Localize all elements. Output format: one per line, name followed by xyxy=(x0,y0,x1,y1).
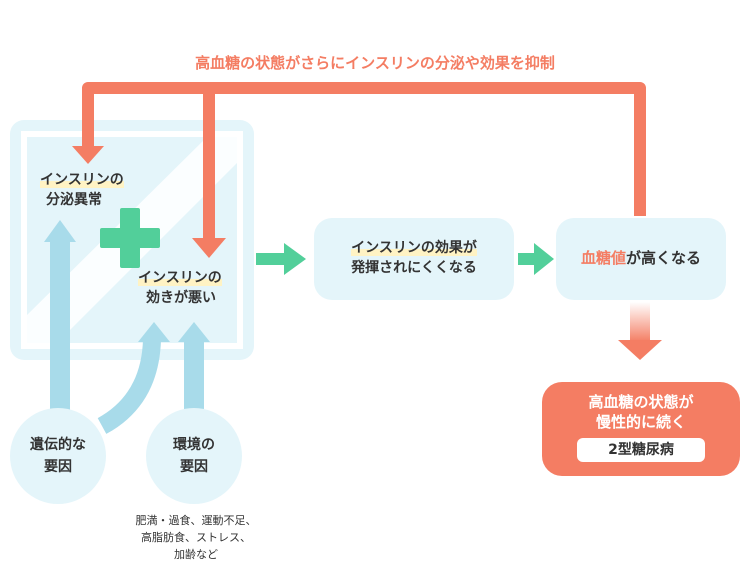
genetic-to-action-curve xyxy=(97,339,161,434)
genetic-factor-label: 遺伝的な 要因 xyxy=(10,434,106,478)
environment-note-line1: 肥満・過食、運動不足、 xyxy=(135,514,257,527)
effect-label-line1: インスリンの効果が xyxy=(351,240,477,256)
environment-note-line2: 高脂肪食、ストレス、 xyxy=(141,531,251,544)
environment-factor-circle xyxy=(146,408,242,504)
result-line1: 高血糖の状態が xyxy=(588,393,694,411)
green-arrow-1-head xyxy=(284,243,306,275)
glucose-label-rest: が高くなる xyxy=(626,249,702,267)
action-label: インスリンの 効きが悪い xyxy=(138,268,222,308)
effect-box xyxy=(314,218,514,300)
environment-factor-line2: 要因 xyxy=(180,459,208,475)
feedback-title: 高血糖の状態がさらにインスリンの分泌や効果を抑制 xyxy=(195,54,555,72)
diagnosis-badge: 2型糖尿病 xyxy=(577,438,705,462)
secretion-label-line2: 分泌異常 xyxy=(46,192,102,208)
genetic-to-secretion-shaft xyxy=(50,236,70,410)
glucose-label: 血糖値が高くなる xyxy=(556,248,726,268)
green-arrow-1-shaft xyxy=(256,253,284,265)
secretion-label: インスリンの 分泌異常 xyxy=(40,170,124,210)
glucose-label-highlight: 血糖値 xyxy=(580,249,626,267)
environment-note: 肥満・過食、運動不足、 高脂肪食、ストレス、 加齢など xyxy=(96,512,296,563)
genetic-factor-line1: 遺伝的な xyxy=(30,437,86,453)
result-arrow-head xyxy=(618,340,662,360)
genetic-to-secretion-head xyxy=(44,220,76,242)
secretion-label-line1: インスリンの xyxy=(40,172,124,188)
environment-factor-line1: 環境の xyxy=(173,437,215,453)
effect-label: インスリンの効果が 発揮されにくくなる xyxy=(314,238,514,278)
environment-factor-label: 環境の 要因 xyxy=(146,434,242,478)
effect-label-line2: 発揮されにくくなる xyxy=(351,260,477,276)
green-arrow-2-head xyxy=(534,243,554,275)
glucose-box xyxy=(556,218,726,300)
environment-note-line3: 加齢など xyxy=(174,548,218,561)
plus-icon-v xyxy=(120,208,140,268)
panel-inner-frame xyxy=(21,131,243,349)
environment-to-action-head xyxy=(178,322,210,342)
genetic-factor-circle xyxy=(10,408,106,504)
feedback-arrowhead-secretion xyxy=(72,146,104,164)
genetic-to-action-head xyxy=(138,322,170,342)
action-label-line1: インスリンの xyxy=(138,270,222,286)
result-line2: 慢性的に続く xyxy=(595,413,686,431)
action-label-line2: 効きが悪い xyxy=(146,290,216,306)
feedback-loop-line xyxy=(82,82,646,216)
environment-to-action-shaft xyxy=(184,338,204,410)
feedback-arrowhead-action xyxy=(192,238,226,258)
green-arrow-2-shaft xyxy=(518,253,534,265)
result-arrow-shaft xyxy=(630,302,650,342)
genetic-factor-line2: 要因 xyxy=(44,459,72,475)
result-box: 高血糖の状態が 慢性的に続く 2型糖尿病 xyxy=(542,382,740,476)
